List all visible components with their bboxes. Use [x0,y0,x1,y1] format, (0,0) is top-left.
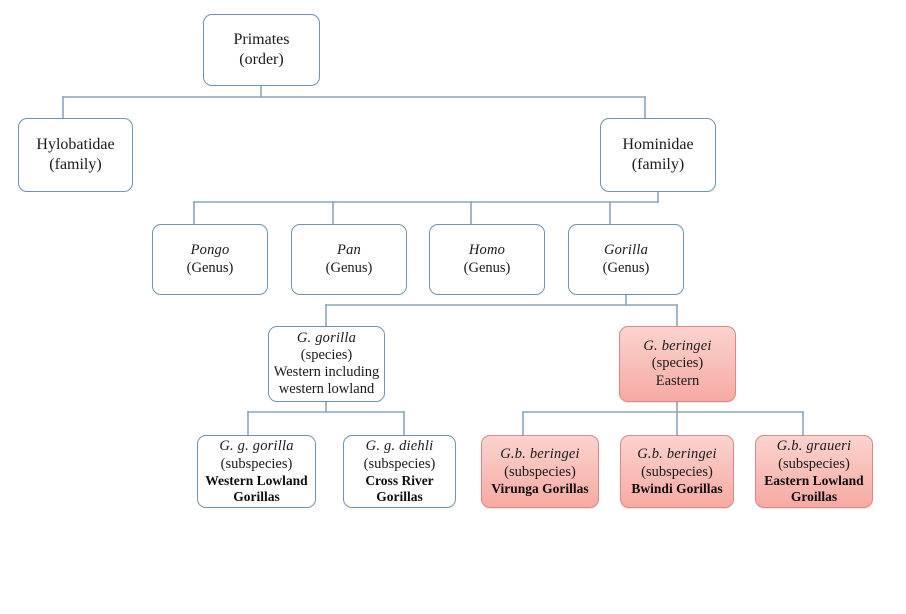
node-pongo-name: Pongo [190,241,230,258]
node-hominidae-name: Hominidae [622,136,694,154]
node-ggg-common-1: Western Lowland [205,472,308,488]
node-gbb-virunga-rank: (subspecies) [504,463,576,480]
node-gbb-bwindi-rank: (subspecies) [641,463,713,480]
node-g-beringei-rank: (species) [651,355,704,372]
node-hominidae-rank: (family) [631,156,685,173]
node-pan-name: Pan [337,241,361,258]
node-g-gorilla-rank: (species) [300,346,353,363]
node-g-gorilla[interactable]: G. gorilla (species) Western including w… [268,326,385,402]
node-homo[interactable]: Homo (Genus) [429,224,545,295]
node-gbb-bwindi-name: G.b. beringei [637,446,717,463]
node-ggg-name: G. g. gorilla [219,438,294,455]
node-hylobatidae-name: Hylobatidae [36,136,115,154]
node-homo-name: Homo [468,241,506,258]
node-ggd-name: G. g. diehli [365,438,434,455]
node-hylobatidae[interactable]: Hylobatidae (family) [18,118,133,192]
node-gbg-rank: (subspecies) [778,455,850,472]
node-pongo[interactable]: Pongo (Genus) [152,224,268,295]
node-g-gorilla-name: G. gorilla [296,329,357,346]
node-primates-name: Primates [233,31,290,49]
node-g-gorilla-note-2: western lowland [278,381,375,398]
node-ggd-common-1: Cross River [365,472,434,488]
node-g-beringei[interactable]: G. beringei (species) Eastern [619,326,736,402]
node-gbg-common-2: Groillas [790,488,838,504]
node-gbb-virunga-name: G.b. beringei [500,446,580,463]
node-pongo-rank: (Genus) [186,259,234,276]
node-g-beringei-name: G. beringei [643,338,712,355]
node-gbb-virunga-common-1: Virunga Gorillas [491,480,589,496]
node-pan-rank: (Genus) [325,259,373,276]
node-hylobatidae-rank: (family) [49,156,102,173]
node-gbg-name: G.b. graueri [776,438,852,455]
node-ggd-rank: (subspecies) [363,455,436,472]
node-gorilla-name: Gorilla [603,241,649,258]
node-ggd-common-2: Gorillas [376,488,423,504]
node-homo-rank: (Genus) [463,259,511,276]
node-primates-rank: (order) [239,51,284,68]
node-ggg-rank: (subspecies) [220,455,293,472]
node-pan[interactable]: Pan (Genus) [291,224,407,295]
node-primates[interactable]: Primates (order) [203,14,320,86]
node-ggd[interactable]: G. g. diehli (subspecies) Cross River Go… [343,435,456,508]
node-gorilla[interactable]: Gorilla (Genus) [568,224,684,295]
node-gbb-bwindi[interactable]: G.b. beringei (subspecies) Bwindi Gorill… [620,435,734,508]
node-gbg-common-1: Eastern Lowland [764,472,864,488]
node-ggg[interactable]: G. g. gorilla (subspecies) Western Lowla… [197,435,316,508]
node-gbb-virunga[interactable]: G.b. beringei (subspecies) Virunga Goril… [481,435,599,508]
node-gorilla-rank: (Genus) [602,259,650,276]
node-gbb-bwindi-common-1: Bwindi Gorillas [631,480,723,496]
node-gbg[interactable]: G.b. graueri (subspecies) Eastern Lowlan… [755,435,873,508]
node-hominidae[interactable]: Hominidae (family) [600,118,716,192]
node-ggg-common-2: Gorillas [233,488,280,504]
node-g-gorilla-note-1: Western including [273,364,380,380]
node-g-beringei-note-1: Eastern [655,372,700,389]
